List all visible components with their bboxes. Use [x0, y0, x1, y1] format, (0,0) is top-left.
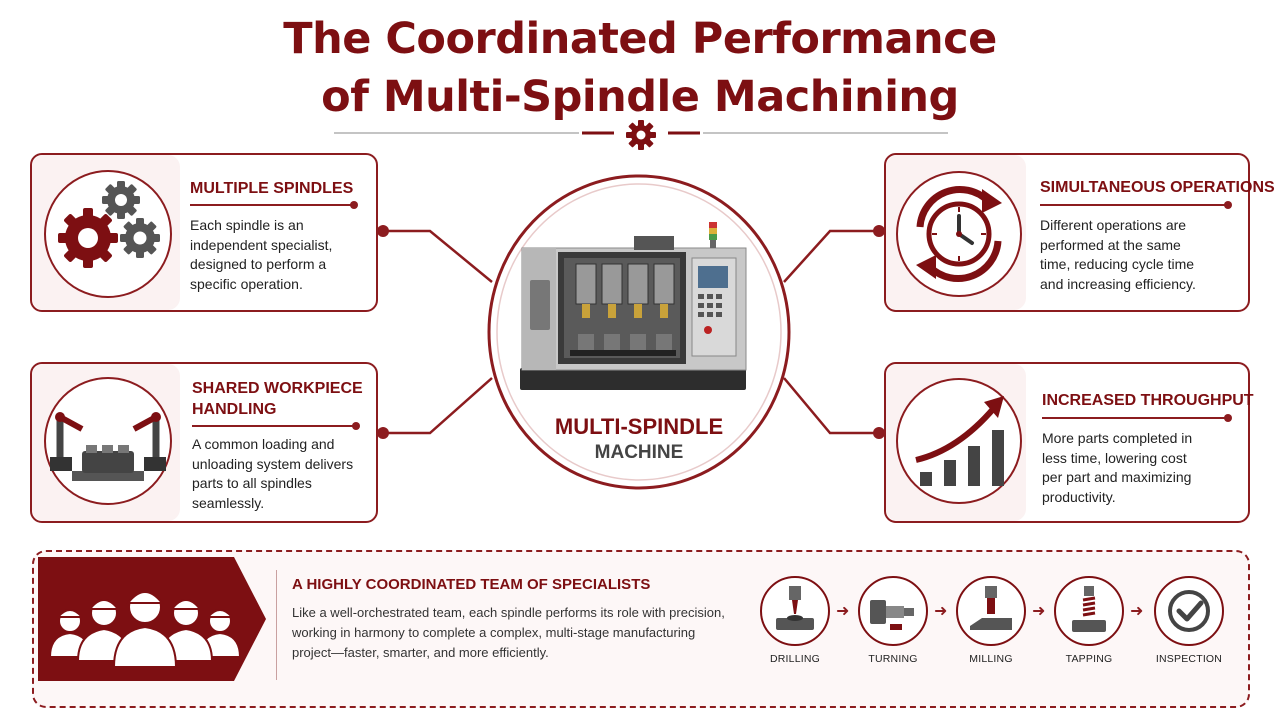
step-label: TAPPING: [1065, 653, 1113, 665]
bottom-title: A HIGHLY COORDINATED TEAM OF SPECIALISTS: [292, 576, 651, 593]
arrow-right-icon: ➜: [836, 603, 850, 620]
text-line: independent specialist,: [190, 236, 333, 253]
robot-arm-icon: [50, 412, 166, 481]
text-line: Each spindle is an: [190, 217, 304, 233]
card-title: SIMULTANEOUS OPERATIONS: [1040, 179, 1275, 196]
title-line: SHARED WORKPIECE: [192, 380, 363, 397]
center-label-bottom: MACHINE: [594, 442, 684, 463]
title-rule: [192, 422, 360, 430]
text-line: specific operation.: [190, 275, 303, 292]
arrow-right-icon: ➜: [1130, 603, 1144, 620]
growth-chart-icon: [915, 396, 1004, 486]
title-rule: [190, 201, 358, 209]
step-label: MILLING: [969, 653, 1013, 665]
center-label-top: MULTI-SPINDLE: [554, 414, 724, 439]
title-line: HANDLING: [192, 401, 277, 418]
page-title: The Coordinated Performance of Multi-Spi…: [0, 10, 1280, 126]
text-line: More parts completed in: [1042, 430, 1193, 446]
title-rule: [1040, 201, 1232, 209]
icon-circle: [44, 170, 172, 298]
card-title: INCREASED THROUGHPUT: [1042, 392, 1254, 409]
worker-team-icon: [38, 557, 266, 681]
title-line-2: of Multi-Spindle Machining: [321, 72, 959, 122]
center-hub: [487, 174, 791, 490]
lathe-icon: [870, 600, 914, 630]
title-rule: [1042, 414, 1232, 422]
text-line: time, reducing cycle time: [1040, 256, 1195, 272]
text-line: unloading system delivers: [192, 455, 354, 472]
step-turning: [858, 576, 928, 646]
text-line: Like a well-orchestrated team, each spin…: [292, 605, 725, 620]
machine-illustration: [520, 222, 747, 390]
card-title: SHARED WORKPIECE HANDLING: [192, 378, 363, 420]
card-text: Different operations are performed at th…: [1040, 216, 1240, 294]
tap-icon: [1072, 586, 1106, 632]
card-text: Each spindle is an independent specialis…: [190, 216, 370, 294]
text-line: per part and maximizing: [1042, 469, 1192, 485]
step-milling: [956, 576, 1026, 646]
arrow-right-icon: ➜: [934, 603, 948, 620]
title-line-1: The Coordinated Performance: [283, 14, 997, 64]
text-line: and increasing efficiency.: [1040, 275, 1196, 292]
icon-circle: [896, 171, 1022, 297]
gear-icon: [626, 120, 656, 150]
step-inspection: [1154, 576, 1224, 646]
card-text: More parts completed in less time, lower…: [1042, 429, 1242, 507]
card-text: A common loading and unloading system de…: [192, 435, 372, 513]
icon-circle: [896, 378, 1022, 504]
text-line: designed to perform a: [190, 256, 327, 272]
title-divider: [334, 120, 948, 150]
text-line: project—faster, smarter, and more effici…: [292, 645, 549, 660]
bottom-text: Like a well-orchestrated team, each spin…: [292, 603, 752, 663]
clock-icon: [916, 185, 1002, 283]
text-line: working in harmony to complete a complex…: [292, 625, 696, 640]
text-line: seamlessly.: [192, 494, 265, 511]
text-line: productivity.: [1042, 488, 1116, 505]
text-line: less time, lowering cost: [1042, 449, 1187, 466]
step-label: INSPECTION: [1155, 653, 1223, 665]
step-label: TURNING: [868, 653, 918, 665]
step-label: DRILLING: [769, 653, 821, 665]
gears-icon: [58, 181, 160, 268]
panel-divider: [276, 570, 277, 680]
text-line: Different operations are: [1040, 217, 1187, 233]
arrow-right-icon: ➜: [1032, 603, 1046, 620]
step-drilling: [760, 576, 830, 646]
icon-circle: [44, 377, 172, 505]
text-line: parts to all spindles: [192, 475, 312, 491]
check-icon: [1168, 590, 1210, 632]
mill-icon: [970, 586, 1012, 630]
step-tapping: [1054, 576, 1124, 646]
text-line: performed at the same: [1040, 236, 1181, 253]
drill-icon: [776, 586, 814, 630]
text-line: A common loading and: [192, 436, 335, 452]
card-title: MULTIPLE SPINDLES: [190, 180, 354, 197]
